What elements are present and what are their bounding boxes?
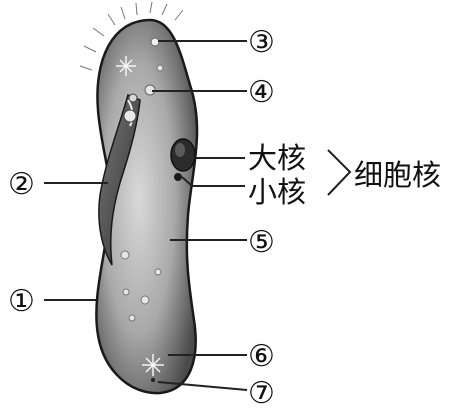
label-part-5: ⑤ [248, 225, 275, 260]
leader-line-7 [157, 381, 248, 391]
food-vacuole [150, 37, 160, 47]
food-vacuole [128, 314, 136, 322]
label-part-4: ④ [248, 75, 275, 110]
nucleus-brace [327, 149, 352, 196]
label-micronucleus: 小核 [248, 175, 306, 209]
label-macronucleus: 大核 [248, 141, 306, 175]
food-vacuole [122, 288, 130, 296]
food-vacuole [156, 64, 164, 72]
food-vacuole [140, 295, 150, 305]
cell-body [95, 18, 199, 395]
oral-groove [98, 93, 141, 266]
contractile-vacuole-top [116, 56, 136, 76]
label-part-1: ① [8, 284, 35, 319]
label-part-2: ② [8, 167, 35, 202]
label-part-6: ⑥ [248, 339, 275, 374]
food-vacuole [154, 268, 162, 276]
label-part-7: ⑦ [248, 376, 275, 411]
micronucleus-shape [174, 173, 182, 181]
cilia [79, 1, 184, 71]
food-vacuole [120, 250, 130, 260]
label-nucleus: 细胞核 [354, 158, 441, 192]
leader-line-micronucleus [181, 176, 193, 187]
contractile-vacuole-bottom [142, 354, 164, 376]
label-part-3: ③ [248, 25, 275, 60]
